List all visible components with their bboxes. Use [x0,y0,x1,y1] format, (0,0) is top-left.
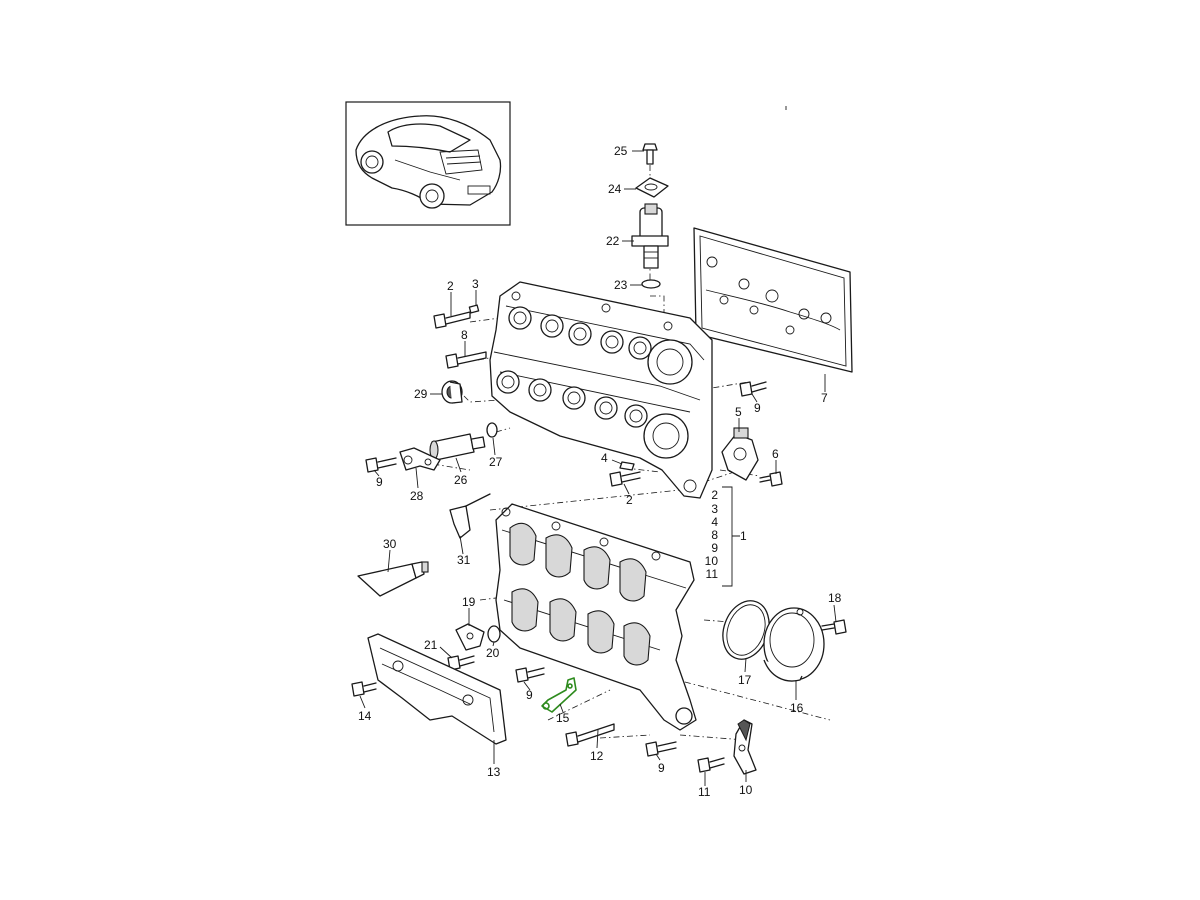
label-31[interactable]: 31 [457,553,471,567]
label-6[interactable]: 6 [772,447,779,461]
kit-item: 2 [711,488,718,502]
label-1[interactable]: 1 [740,529,747,543]
label-15[interactable]: 15 [556,711,570,725]
part-4-dowel-pin[interactable] [619,461,635,471]
label-14[interactable]: 14 [358,709,372,723]
part-20-o-ring[interactable] [487,625,501,643]
kit-item: 3 [711,502,718,516]
vehicle-thumbnail [345,101,511,226]
kit-item: 9 [711,541,718,555]
part-22-solenoid-valve[interactable] [631,203,669,269]
label-26[interactable]: 26 [454,473,468,487]
label-4[interactable]: 4 [601,451,608,465]
part-2-bolt-lower[interactable] [609,471,641,487]
kit-bracket [722,486,740,587]
part-12-long-bolt[interactable] [565,723,615,747]
label-3[interactable]: 3 [472,277,479,291]
kit-item: 11 [706,567,719,581]
lower-camshaft-housing[interactable] [495,503,697,731]
part-9-bolt-bottom[interactable] [645,741,677,757]
label-9-middle[interactable]: 9 [526,688,533,702]
label-28[interactable]: 28 [410,489,424,503]
label-9-left[interactable]: 9 [376,475,383,489]
kit-contents-list: 2 3 4 8 9 10 11 [705,488,719,581]
label-25[interactable]: 25 [614,144,628,158]
label-9-bottom[interactable]: 9 [658,761,665,775]
label-8[interactable]: 8 [461,328,468,342]
part-27-o-ring[interactable] [486,422,498,438]
label-19[interactable]: 19 [462,595,476,609]
part-16-cover[interactable] [763,607,825,682]
kit-item: 8 [711,528,718,542]
label-27[interactable]: 27 [489,455,503,469]
part-labels: 25 24 22 23 2 3 8 29 27 26 28 9 4 2 5 6 … [358,144,842,799]
part-9-bolt-middle[interactable] [515,667,545,683]
part-9-bolt-left[interactable] [365,457,397,473]
label-24[interactable]: 24 [608,182,622,196]
part-26-sensor[interactable] [429,433,486,461]
part-30-sealant-tube[interactable] [357,561,429,597]
part-2-bolt-upper[interactable] [433,311,471,329]
part-14-bolt[interactable] [351,681,377,697]
part-9-bolt-right-upper[interactable] [739,381,767,397]
label-22[interactable]: 22 [606,234,620,248]
label-30[interactable]: 30 [383,537,397,551]
label-29[interactable]: 29 [414,387,428,401]
part-19-fitting[interactable] [455,623,485,651]
label-16[interactable]: 16 [790,701,804,715]
label-12[interactable]: 12 [590,749,604,763]
part-5-housing[interactable] [721,427,759,481]
part-8-bolt[interactable] [445,351,487,369]
part-7-gasket[interactable] [693,227,853,373]
part-23-o-ring[interactable] [641,279,661,289]
part-6-bolt[interactable] [759,471,783,487]
label-11[interactable]: 11 [698,785,711,799]
part-25-bolt[interactable] [642,143,658,165]
label-13[interactable]: 13 [487,765,501,779]
part-11-bolt[interactable] [697,757,725,773]
part-13-heat-shield[interactable] [367,633,507,745]
part-24-flange[interactable] [635,177,669,198]
label-7[interactable]: 7 [821,391,828,405]
part-29-shaft-seal[interactable] [441,380,463,404]
label-5[interactable]: 5 [735,405,742,419]
kit-item: 10 [705,554,719,568]
label-23[interactable]: 23 [614,278,628,292]
part-15-bracket-highlighted[interactable] [541,677,577,713]
part-10-chain-guide[interactable] [733,719,757,775]
label-2-lower[interactable]: 2 [626,493,633,507]
label-18[interactable]: 18 [828,591,842,605]
label-17[interactable]: 17 [738,673,752,687]
part-31-bracket[interactable] [449,493,491,539]
part-3-dowel-pin[interactable] [468,304,480,314]
kit-item: 4 [711,515,718,529]
part-18-bolt[interactable] [821,619,847,635]
upper-camshaft-housing[interactable] [489,281,713,499]
label-21[interactable]: 21 [424,638,438,652]
label-10[interactable]: 10 [739,783,753,797]
label-20[interactable]: 20 [486,646,500,660]
part-28-bracket[interactable] [399,447,441,471]
label-2-upper[interactable]: 2 [447,279,454,293]
leader-lines [359,150,837,786]
label-9-right[interactable]: 9 [754,401,761,415]
part-21-bolt[interactable] [447,655,475,671]
